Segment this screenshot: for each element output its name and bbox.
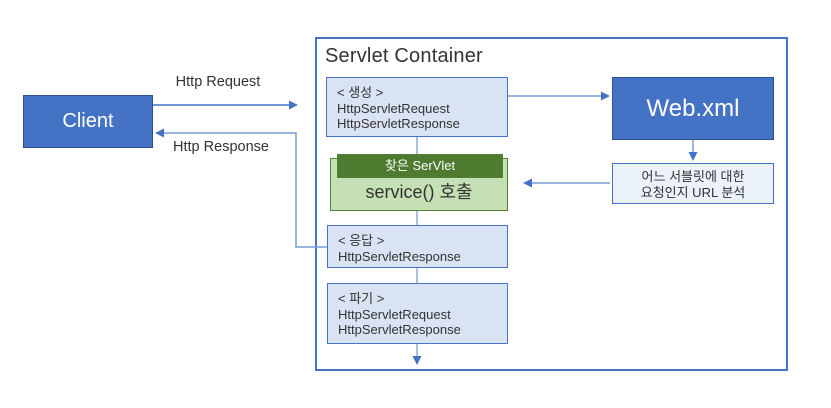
found-servlet-header: 찾은 SerVlet	[337, 154, 503, 178]
service-call-label: service() 호출	[365, 182, 473, 202]
url-to-service-arrowhead-icon	[523, 178, 532, 188]
url-analysis-node: 어느 서블릿에 대한 요청인지 URL 분석	[612, 163, 774, 204]
http-request-label: Http Request	[175, 74, 261, 90]
lifecycle-destroy-node: < 파기 > HttpServletRequest HttpServletRes…	[327, 283, 508, 344]
create-line-response: HttpServletResponse	[337, 116, 460, 131]
lifecycle-respond-node: < 응답 > HttpServletResponse	[327, 225, 508, 268]
webxml-node: Web.xml	[612, 77, 774, 140]
http-response-arrow-line	[164, 132, 327, 248]
client-label: Client	[62, 110, 114, 132]
create-to-webxml-arrowhead-icon	[601, 91, 610, 101]
http-request-arrowhead-icon	[289, 100, 298, 110]
url-analysis-line-2: 요청인지 URL 분석	[640, 185, 746, 200]
create-line-request: HttpServletRequest	[337, 100, 450, 116]
servlet-container-title: Servlet Container	[325, 45, 483, 67]
http-response-label: Http Response	[173, 139, 269, 155]
lifecycle-create-node: < 생성 > HttpServletRequest HttpServletRes…	[326, 77, 508, 137]
webxml-to-url-arrowhead-icon	[688, 152, 698, 161]
destroy-line-request: HttpServletRequest	[338, 306, 451, 322]
http-response-arrowhead-icon	[155, 128, 164, 138]
respond-title: < 응답 >	[338, 233, 385, 248]
create-title: < 생성 >	[337, 85, 384, 100]
destroy-line-response: HttpServletResponse	[338, 322, 461, 337]
respond-line-response: HttpServletResponse	[338, 248, 461, 264]
destroy-title: < 파기 >	[338, 291, 385, 306]
webxml-label: Web.xml	[646, 94, 740, 122]
url-analysis-line-1: 어느 서블릿에 대한	[641, 169, 745, 184]
client-node: Client	[23, 95, 153, 148]
destroy-exit-arrowhead-icon	[412, 356, 422, 365]
